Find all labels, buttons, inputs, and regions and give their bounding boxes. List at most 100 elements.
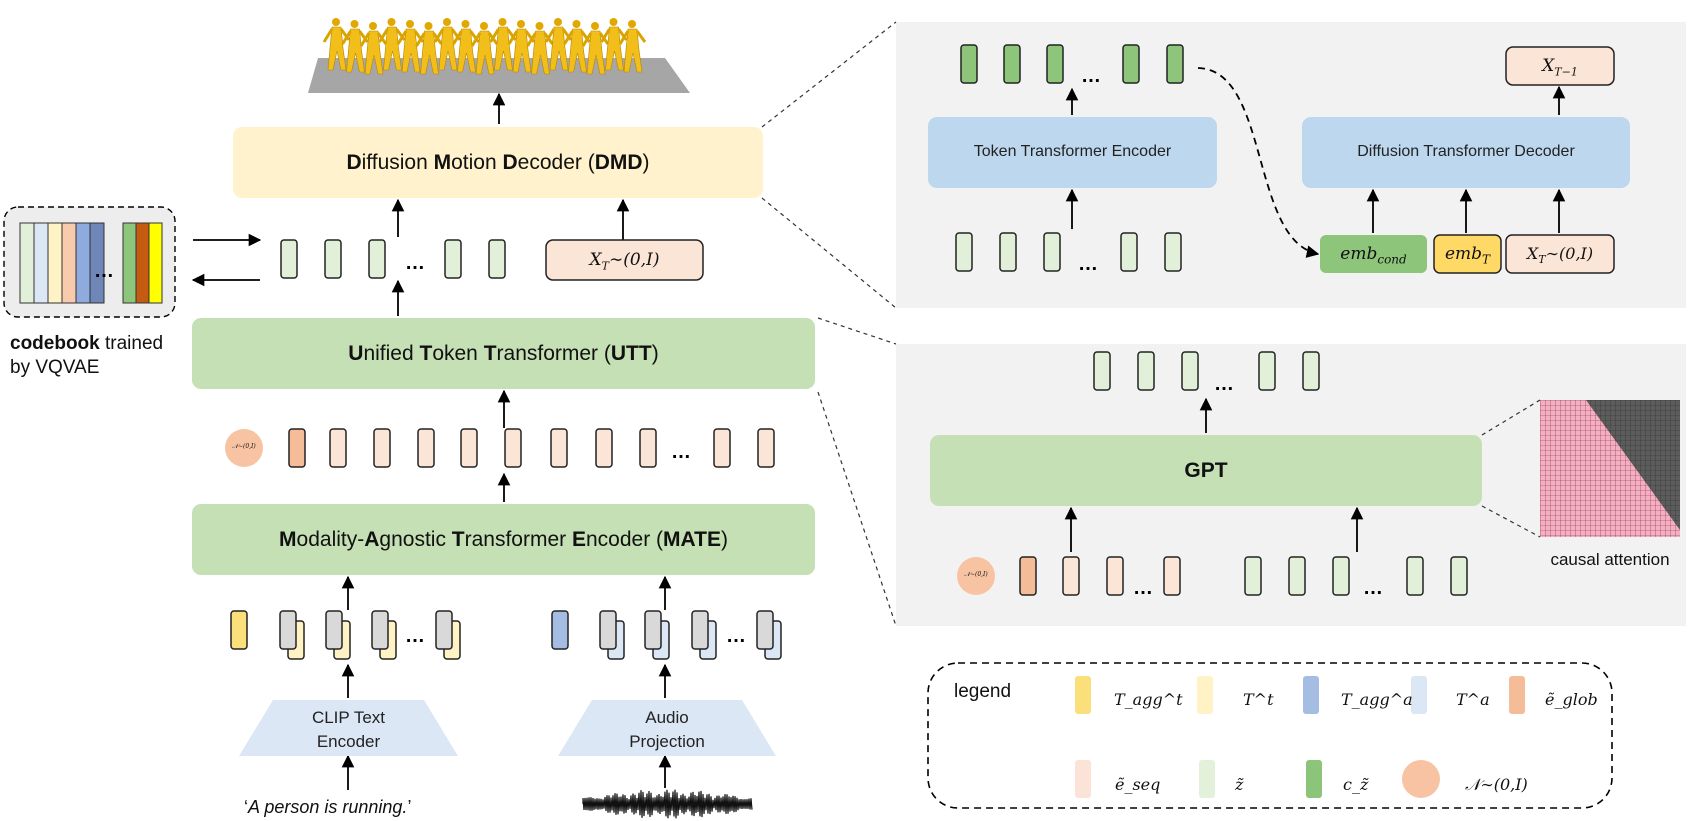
emb-t-box [1433,234,1502,274]
seq-embedding-token [1062,556,1080,596]
seq-embedding-token [504,428,522,468]
dmd-block [233,127,763,198]
legend-swatch-circle [1402,760,1440,798]
c-token [1122,44,1140,84]
z-token [488,239,506,279]
z-token [1043,232,1061,272]
z-token [324,239,342,279]
legend-swatch [1075,760,1091,798]
seq-embedding-token [595,428,613,468]
codebook-entry [61,222,77,304]
audio-token-front [644,610,662,650]
text-token-front [325,610,343,650]
ellipsis: … [1081,65,1101,87]
dmd-title: Diffusion Motion Decoder (DMD) [346,151,650,174]
noise-input-box [545,239,704,281]
z-token [1258,351,1276,391]
x-t-minus-1-box [1505,46,1615,86]
codebook-entry [122,222,137,304]
c-token [1166,44,1184,84]
seq-embedding-token [1163,556,1181,596]
motion-pose-figure [544,18,573,71]
audio-agg-token [551,610,569,650]
token-encoder-label: Token Transformer Encoder [973,143,1172,160]
motion-output-image [308,18,690,93]
seq-embedding-token [757,428,775,468]
legend-swatch [1197,676,1213,714]
utt-title: Unified Token Transformer (UTT) [348,342,659,365]
z-token [1406,556,1424,596]
motion-pose-figure [526,22,554,75]
clip-text-encoder [239,700,458,756]
legend-label: T_agg^a [1341,690,1413,709]
noise-small-label-detail: 𝒩∼(0,I) [964,571,988,578]
mate-block [192,504,815,575]
legend-frame [927,662,1613,809]
c-token [1046,44,1064,84]
z-token [280,239,298,279]
codebook-entry [33,222,49,304]
ellipsis: … [405,252,425,274]
z-token [368,239,386,279]
gpt-label: GPT [1184,459,1228,482]
legend-swatch [1411,676,1427,714]
z-token [444,239,462,279]
causal-attention-label: causal attention [1550,550,1670,569]
motion-pose-figure [600,18,628,71]
codebook-entry [135,222,150,304]
audio-token-front [599,610,617,650]
codebook-ellipsis: … [94,260,114,282]
seq-embedding-token [550,428,568,468]
motion-pose-figure [322,18,351,71]
codebook-bars: … [19,222,163,304]
legend-label: T^t [1243,690,1274,709]
z-token [999,232,1017,272]
codebook-entry [75,222,91,304]
motion-pose-figure [415,22,443,75]
detail-noise-label: XT∼(0,I) [1526,244,1594,267]
glob-embedding-token [288,428,306,468]
seq-embedding-token [329,428,347,468]
token-transformer-encoder [928,117,1217,188]
seq-embedding-token [417,428,435,468]
legend-label: T_agg^t [1114,690,1183,709]
seq-embedding-token [713,428,731,468]
legend-label: z̃ [1235,775,1244,794]
motion-pose-figure [396,20,425,73]
ellipsis: … [1363,577,1383,599]
causal-attention-matrix [1540,400,1680,537]
legend-label: ẽ_seq [1115,775,1161,794]
zoom-gpt-to-matrix-top [1481,399,1541,436]
seq-embedding-token [373,428,391,468]
motion-pose-figure [507,20,536,73]
noise-circle-detail [957,557,995,595]
gpt-block [930,435,1482,506]
legend-swatch [1306,760,1322,798]
legend-title: legend [954,681,1012,702]
z-token [1450,556,1468,596]
z-token [1302,351,1320,391]
codebook-entry [19,222,35,304]
audio-token-front [691,610,709,650]
audio-waveform [582,789,753,819]
z-token [1137,351,1155,391]
z-token [1244,556,1262,596]
audio-token-front [756,610,774,650]
codebook-entry [89,222,105,304]
detail-noise-box [1505,234,1615,274]
legend-swatches [1075,676,1525,798]
z-token [1120,232,1138,272]
legend-label: c_z̃ [1343,775,1369,794]
x-t-minus-1-label: XT−1 [1542,56,1578,79]
seq-embedding-token [639,428,657,468]
z-token [955,232,973,272]
z-token [1332,556,1350,596]
noise-small-label-main: 𝒩∼(0,I) [232,443,256,450]
legend-label: 𝒩∼(0,I) [1465,775,1528,794]
text-prompt: ‘A person is running.’ [244,797,412,817]
ellipsis: … [671,441,691,463]
zoom-gpt-to-matrix-bottom [1481,505,1541,538]
z-token [1288,556,1306,596]
c-token [960,44,978,84]
